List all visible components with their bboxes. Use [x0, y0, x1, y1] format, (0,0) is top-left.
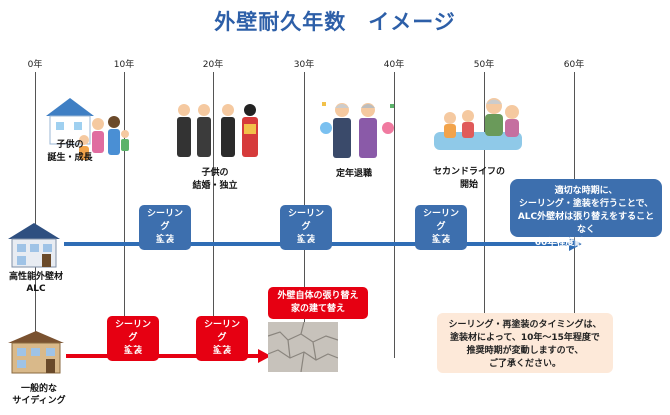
- timeline-line-20: [213, 72, 214, 358]
- retirement-couple-illustration: [320, 102, 394, 158]
- year-label-10: 10年: [113, 60, 135, 70]
- alc-house-icon: [8, 223, 60, 268]
- year-label-60: 60年: [563, 60, 585, 70]
- year-label-50: 50年: [473, 60, 495, 70]
- life-event-marriage-line1: 子供の: [201, 168, 229, 178]
- siding-house-label-line1: 一般的な: [20, 384, 57, 394]
- siding-timing-note-line4: ご了承ください。: [488, 359, 561, 369]
- siding-sealing-callout-1-line1: シーリング: [114, 320, 151, 343]
- timeline-line-0: [35, 72, 36, 358]
- siding-sealing-callout-2-line1: シーリング: [203, 320, 240, 343]
- life-event-birth-line2: 誕生・成長: [47, 153, 93, 163]
- siding-timing-note-line1: シーリング・再塗装のタイミングは、: [448, 320, 602, 330]
- alc-sealing-callout-3-line1: シーリング: [422, 209, 459, 232]
- alc-sealing-callout-2: シーリング 塗装: [280, 205, 332, 250]
- year-label-40: 40年: [383, 60, 405, 70]
- life-event-second-life-line1: セカンドライフの: [432, 167, 506, 177]
- timeline-line-10: [124, 72, 125, 358]
- life-event-birth: 子供の 誕生・成長: [47, 139, 92, 165]
- life-event-marriage: 子供の 結婚・独立: [192, 167, 237, 193]
- life-event-birth-line1: 子供の: [56, 140, 84, 150]
- alc-durability-note: 適切な時期に、 シーリング・塗装を行うことで、 ALC外壁材は張り替えをすること…: [510, 179, 662, 248]
- alc-sealing-callout-2-line1: シーリング: [287, 209, 324, 232]
- alc-sealing-callout-1-line1: シーリング: [146, 209, 183, 232]
- wall-replacement-callout-line1: 外壁自体の張り替え: [277, 291, 359, 301]
- alc-house-label: 高性能外壁材 ALC: [0, 271, 72, 295]
- alc-durability-note-line1: 適切な時期に、: [554, 186, 618, 196]
- alc-sealing-callout-1-pointer: [160, 236, 170, 243]
- siding-timing-note-line3: 推奨時期が変動しますので、: [466, 346, 584, 356]
- timeline-line-40: [394, 72, 395, 358]
- alc-durability-note-line2: シーリング・塗装を行うことで、: [518, 199, 654, 209]
- cracked-wall-texture: [268, 322, 338, 372]
- life-event-retirement: 定年退職: [336, 168, 372, 181]
- wall-replacement-callout: 外壁自体の張り替え 家の建て替え: [268, 287, 368, 319]
- siding-house-icon: [8, 331, 64, 374]
- family-house-illustration: [46, 98, 129, 160]
- year-label-0: 0年: [27, 60, 43, 70]
- page-title: 外壁耐久年数 イメージ: [214, 10, 456, 34]
- siding-sealing-callout-1-pointer: [128, 347, 138, 354]
- year-label-20: 20年: [202, 60, 224, 70]
- alc-sealing-callout-3-pointer: [436, 236, 446, 243]
- alc-house-label-line1: 高性能外壁材: [8, 272, 63, 282]
- siding-sealing-callout-2-pointer: [217, 347, 227, 354]
- alc-durability-note-line3: ALC外壁材は張り替えをすることなく: [517, 212, 655, 235]
- alc-sealing-callout-1: シーリング 塗装: [139, 205, 191, 250]
- year-label-30: 30年: [293, 60, 315, 70]
- siding-sealing-callout-2: シーリング 塗装: [196, 316, 248, 361]
- siding-timing-note: シーリング・再塗装のタイミングは、 塗装材によって、10年～15年程度で 推奨時…: [437, 313, 613, 373]
- life-event-second-life: セカンドライフの 開始: [433, 166, 505, 192]
- alc-sealing-callout-3: シーリング 塗装: [415, 205, 467, 250]
- life-event-second-life-line2: 開始: [459, 180, 479, 190]
- siding-house-label-line2: サイディング: [12, 396, 66, 406]
- wedding-couple-illustration: [177, 104, 258, 157]
- alc-house-label-line2: ALC: [26, 284, 46, 294]
- siding-timeline-arrow: [66, 349, 271, 363]
- life-event-retirement-line1: 定年退職: [335, 169, 373, 179]
- siding-house-label: 一般的な サイディング: [0, 383, 78, 407]
- second-life-family-illustration: [434, 98, 522, 150]
- alc-sealing-callout-2-pointer: [301, 236, 311, 243]
- wall-replacement-callout-line2: 家の建て替え: [290, 304, 345, 314]
- siding-timing-note-line2: 塗装材によって、10年～15年程度で: [450, 333, 600, 343]
- siding-sealing-callout-1: シーリング 塗装: [107, 316, 159, 361]
- alc-durability-note-line4: 60年程度耐えられます！: [534, 238, 638, 248]
- life-event-marriage-line2: 結婚・独立: [192, 181, 238, 191]
- timeline-line-50: [484, 72, 485, 358]
